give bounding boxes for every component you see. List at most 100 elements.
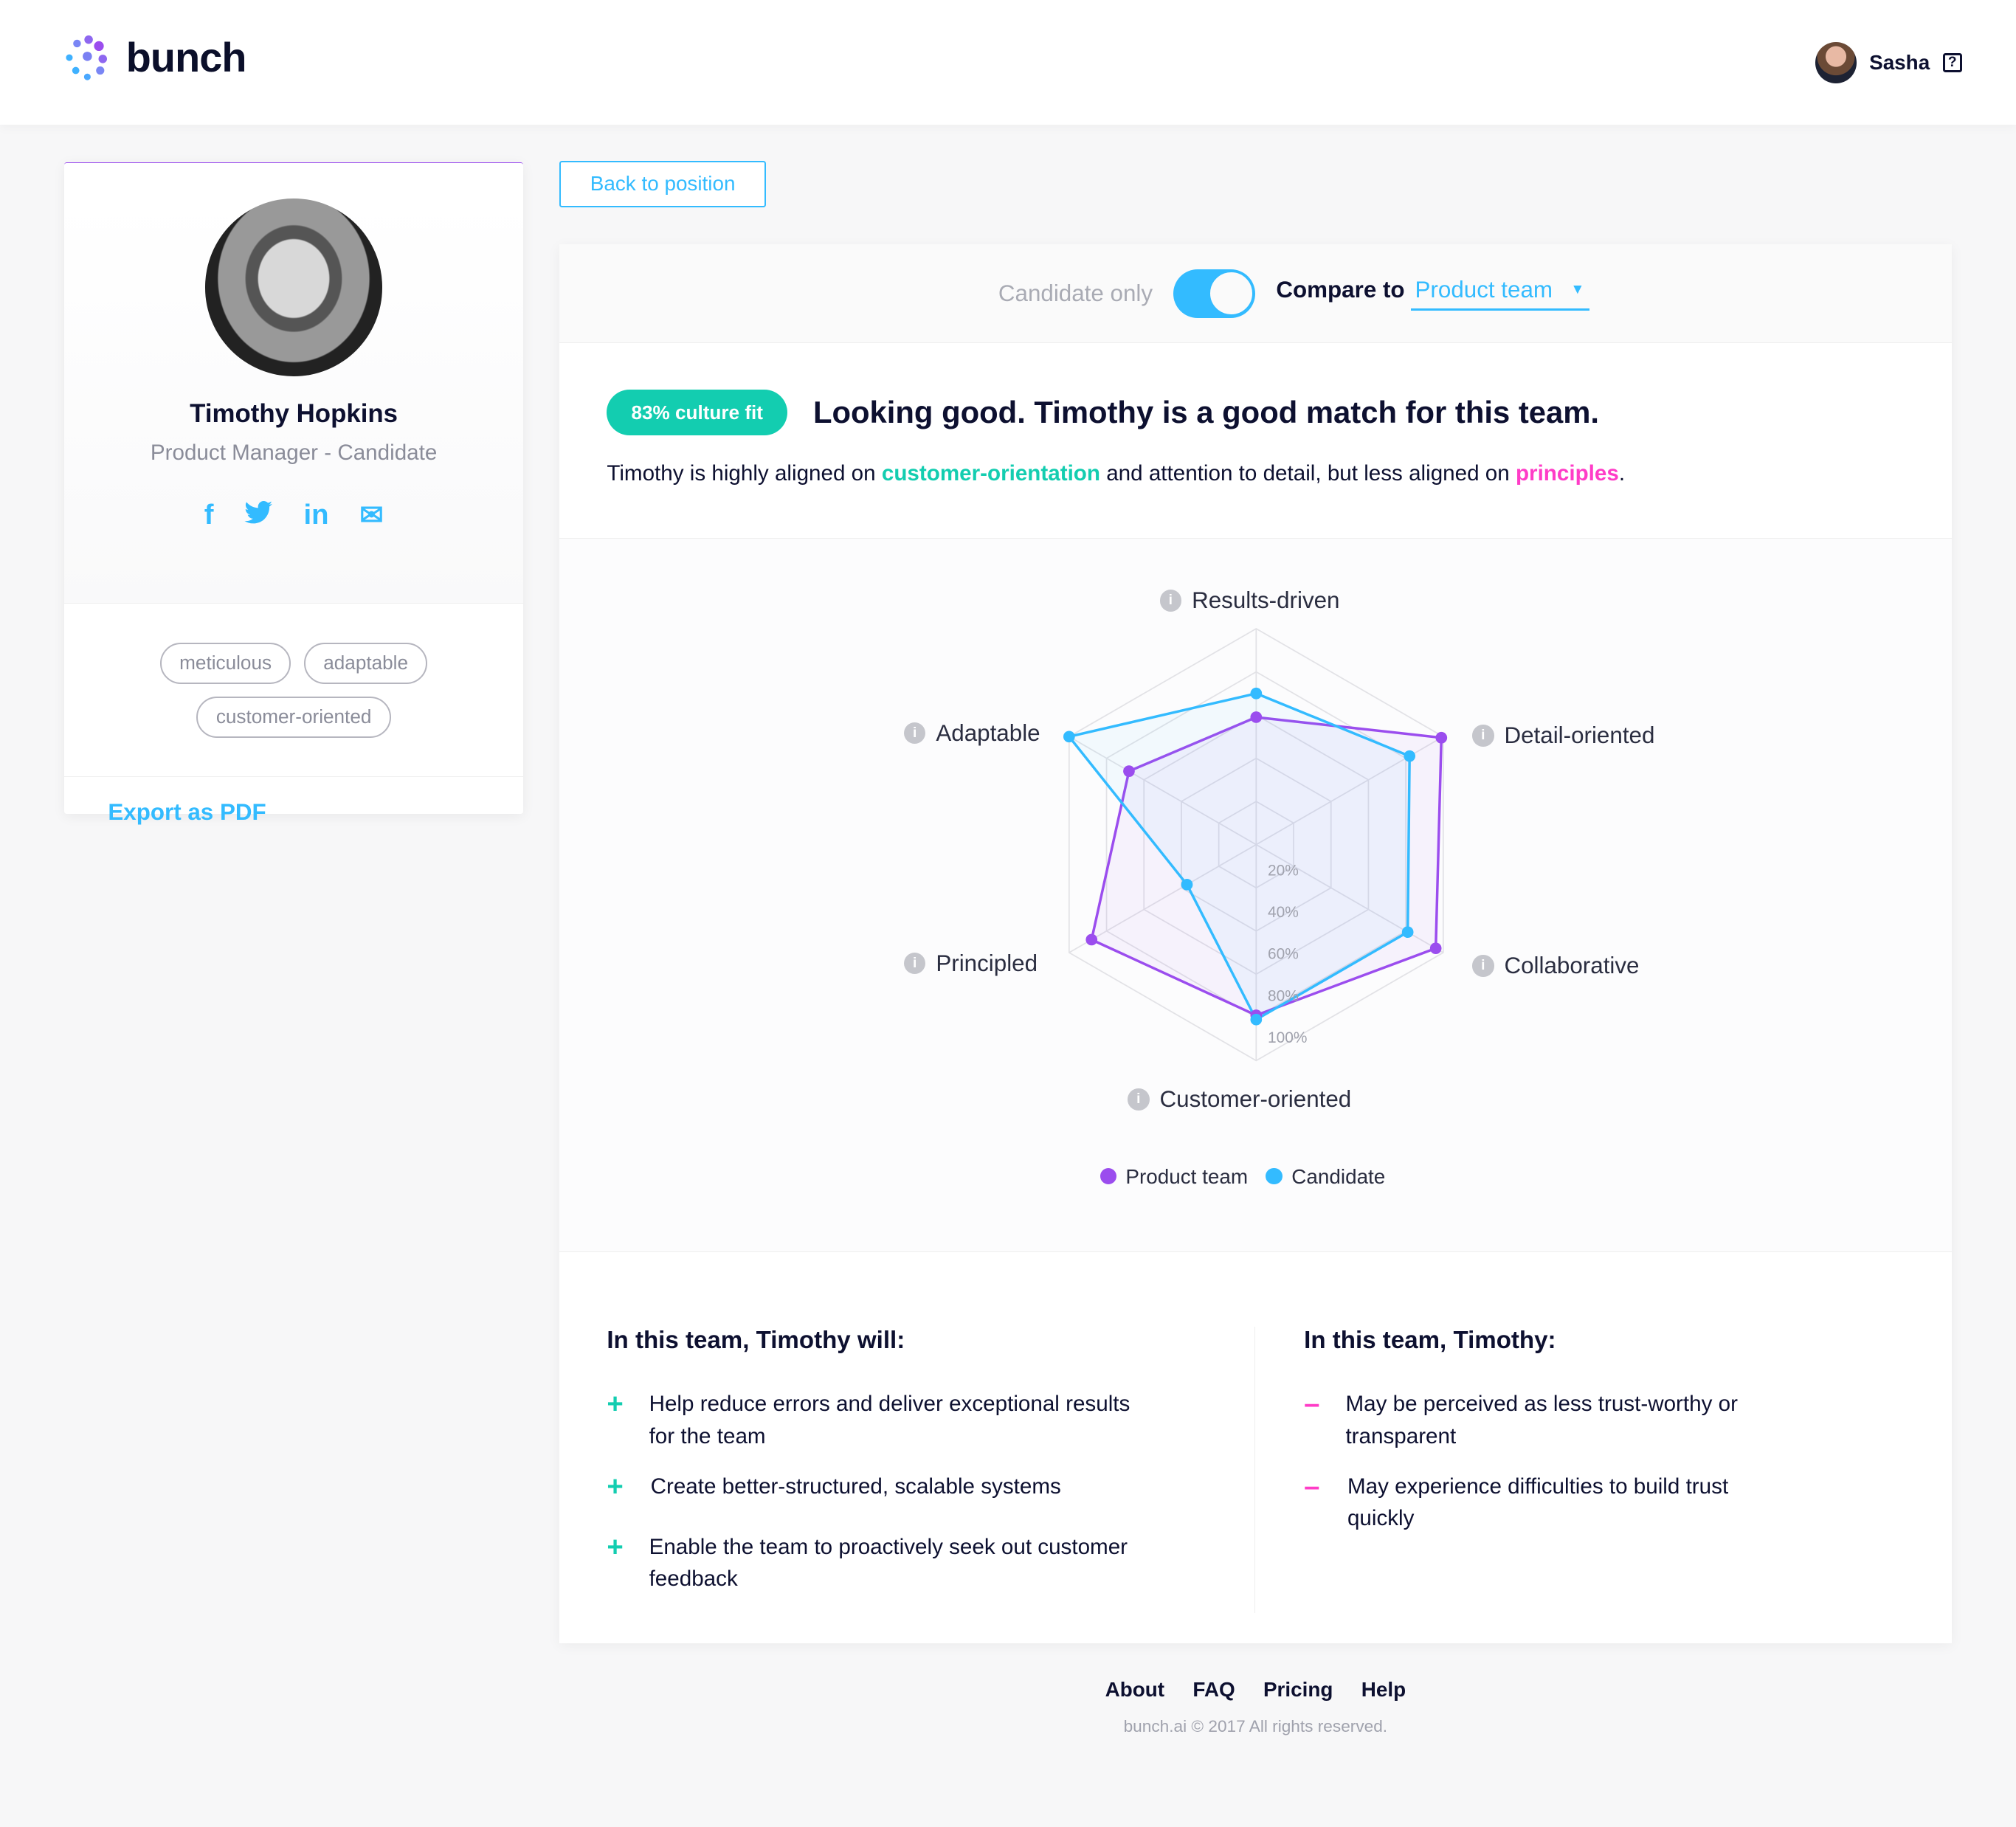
summary-headline: Looking good. Timothy is a good match fo… — [812, 395, 1600, 430]
radar-chart: 20%40%60%80%100% Product team Candidate … — [559, 539, 1952, 1252]
logo-dots-icon — [66, 35, 108, 81]
list-item: +Create better-structured, scalable syst… — [607, 1471, 1147, 1503]
minus-icon: – — [1304, 1470, 1320, 1502]
highlight-strength: customer-orientation — [881, 461, 1100, 486]
desc-text: Timothy is highly aligned on — [607, 461, 882, 486]
summary-section: 83% culture fit Looking good. Timothy is… — [559, 343, 1952, 539]
axis-label-text: Principled — [936, 950, 1038, 976]
plus-icon: + — [607, 1388, 624, 1420]
top-header: bunch Sasha ? — [0, 0, 2016, 125]
candidate-card: Timothy Hopkins Product Manager - Candid… — [64, 162, 524, 825]
candidate-only-label[interactable]: Candidate only — [998, 280, 1153, 306]
chart-legend: Product team Candidate — [559, 1165, 1952, 1189]
copyright: bunch.ai © 2017 All rights reserved. — [1123, 1716, 1388, 1736]
trait-tag: customer-oriented — [196, 696, 391, 738]
compare-toggle-bar: Candidate only Compare to Product team ▼ — [559, 244, 1952, 344]
axis-label: i Collaborative — [1471, 953, 1640, 979]
data-point — [1429, 942, 1442, 955]
cons-title: In this team, Timothy: — [1304, 1327, 1556, 1355]
summary-description: Timothy is highly aligned on customer-or… — [607, 461, 1904, 486]
info-icon[interactable]: i — [1471, 725, 1494, 747]
toggle-knob[interactable] — [1209, 271, 1253, 316]
culture-fit-panel: Candidate only Compare to Product team▼ … — [559, 244, 1952, 1643]
tick-label: 80% — [1268, 987, 1299, 1004]
data-point — [1435, 731, 1448, 744]
legend-product-team[interactable]: Product team — [1100, 1164, 1249, 1189]
item-text: May be perceived as less trust-worthy or… — [1345, 1392, 1738, 1448]
legend-dot — [1100, 1167, 1117, 1185]
data-point — [1250, 1013, 1263, 1026]
legend-label: Candidate — [1291, 1164, 1386, 1188]
axis-label: i Detail-oriented — [1471, 722, 1655, 749]
pros-title: In this team, Timothy will: — [607, 1327, 905, 1355]
selected-team[interactable]: Product team — [1415, 276, 1553, 303]
cons-list: In this team, Timothy: –May be perceived… — [1254, 1327, 1952, 1614]
tick-label: 40% — [1268, 904, 1299, 921]
compare-to-label: Compare to — [1276, 276, 1405, 303]
help-icon[interactable]: ? — [1942, 53, 1962, 73]
list-item: + Enable the team to proactively seek out… — [607, 1531, 1147, 1595]
data-point — [1401, 926, 1414, 939]
desc-text: . — [1618, 461, 1626, 486]
back-to-position-button[interactable]: Back to position — [559, 160, 767, 207]
tick-label: 60% — [1268, 946, 1299, 963]
chevron-down-icon[interactable]: ▼ — [1570, 281, 1585, 297]
desc-text: and attention to detail, but less aligne… — [1100, 461, 1516, 486]
info-icon[interactable]: i — [1159, 590, 1182, 612]
list-item: –May be perceived as less trust-worthy o… — [1304, 1388, 1792, 1452]
pros-list: In this team, Timothy will: +Help reduce… — [559, 1327, 1254, 1613]
info-icon[interactable]: i — [903, 952, 926, 975]
legend-candidate[interactable]: Candidate — [1266, 1165, 1385, 1189]
user-avatar[interactable] — [1815, 42, 1857, 84]
data-point — [1085, 933, 1097, 946]
axis-label-text: Collaborative — [1504, 953, 1640, 979]
highlight-weakness: principles — [1515, 461, 1619, 486]
trait-tag: meticulous — [159, 642, 291, 684]
data-point — [1404, 750, 1415, 762]
trait-tags: meticulous adaptable customer-oriented — [64, 604, 524, 778]
trait-tag: adaptable — [303, 642, 428, 684]
candidate-name: Timothy Hopkins — [190, 399, 398, 429]
footer-link-pricing[interactable]: Pricing — [1263, 1677, 1333, 1701]
data-point — [1250, 711, 1263, 723]
culture-fit-badge: 83% culture fit — [607, 389, 788, 436]
footer: About FAQ Pricing Help bunch.ai © 2017 A… — [559, 1678, 1952, 1736]
minus-icon: – — [1304, 1388, 1320, 1420]
footer-link-help[interactable]: Help — [1361, 1677, 1406, 1701]
info-icon[interactable]: i — [1471, 955, 1494, 977]
user-name[interactable]: Sasha — [1869, 51, 1930, 75]
candidate-photo — [204, 198, 383, 376]
item-text: May experience difficulties to build tru… — [1347, 1474, 1729, 1531]
data-point — [1181, 878, 1193, 891]
logo-text: bunch — [125, 35, 247, 81]
legend-label: Product team — [1125, 1164, 1249, 1188]
linkedin-icon[interactable]: in — [303, 499, 329, 531]
grid-axis — [1069, 843, 1257, 953]
axis-label: i Adaptable — [903, 719, 1040, 747]
item-text: Enable the team to proactively seek out … — [649, 1534, 1128, 1592]
data-point — [1250, 687, 1263, 700]
user-menu[interactable]: Sasha ? — [1815, 42, 1962, 84]
axis-label-text: Detail-oriented — [1504, 722, 1655, 749]
footer-link-faq[interactable]: FAQ — [1192, 1677, 1235, 1701]
axis-label-text: Adaptable — [936, 719, 1040, 746]
data-point — [1123, 765, 1135, 778]
compare-team-select[interactable]: Product team ▼ — [1411, 276, 1590, 311]
info-icon[interactable]: i — [903, 722, 926, 745]
email-icon[interactable]: ✉ — [359, 500, 384, 532]
axis-label-text: Results-driven — [1192, 587, 1340, 614]
info-icon[interactable]: i — [1127, 1088, 1150, 1111]
tick-label: 20% — [1268, 862, 1299, 879]
facebook-icon[interactable]: f — [204, 499, 214, 531]
compare-toggle[interactable] — [1173, 269, 1256, 318]
plus-icon: + — [607, 1530, 624, 1563]
twitter-icon[interactable] — [244, 499, 273, 532]
bunch-logo[interactable]: bunch — [64, 33, 246, 82]
footer-link-about[interactable]: About — [1105, 1677, 1165, 1701]
data-point — [1063, 731, 1075, 743]
item-text: Create better-structured, scalable syste… — [650, 1474, 1061, 1499]
grid-axis — [1069, 736, 1257, 846]
candidate-role: Product Manager - Candidate — [150, 440, 438, 465]
export-pdf-link[interactable]: Export as PDF — [108, 798, 266, 825]
